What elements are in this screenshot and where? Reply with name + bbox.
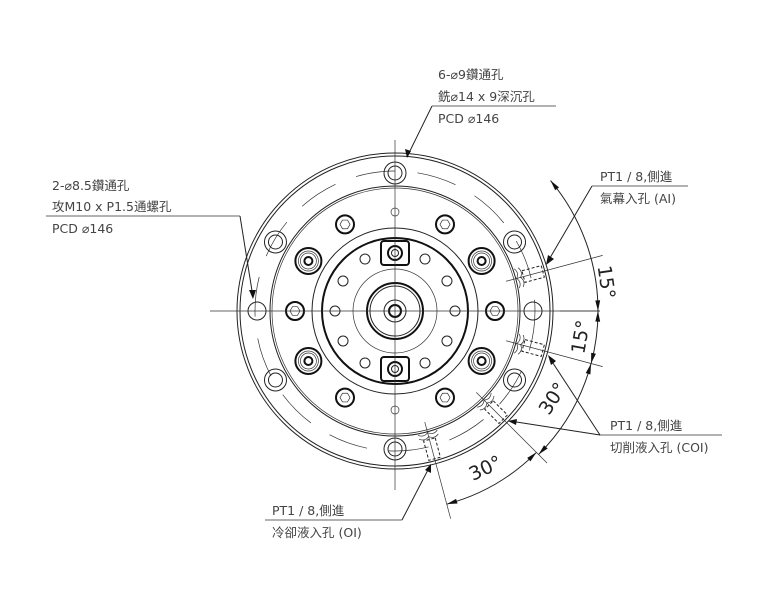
inner-hole — [337, 275, 349, 287]
counterbore-ring — [473, 352, 490, 370]
callout-line1: 2-⌀8.5鑽通孔 — [52, 178, 130, 193]
inner-hole — [441, 335, 453, 347]
counterbore-ring — [298, 250, 319, 272]
bolt-center — [476, 256, 487, 266]
extension-line — [505, 255, 603, 282]
callout-line3: PCD ⌀146 — [438, 111, 499, 126]
extension-line — [424, 421, 451, 519]
side-port — [417, 421, 451, 519]
flange-part — [236, 152, 603, 519]
counterbore-bolt — [467, 247, 496, 275]
angle-label: 30° — [466, 451, 506, 485]
counterbore-ring — [471, 250, 492, 272]
callout-line1: PT1 / 8,側進 — [610, 418, 683, 433]
arrow-head — [585, 363, 592, 375]
arrow-head — [508, 419, 517, 425]
callout-mount-holes: 6-⌀9鑽通孔 銑⌀14 x 9深沉孔 PCD ⌀146 — [405, 67, 556, 158]
side-port — [505, 333, 603, 367]
socket-bolt — [435, 214, 455, 235]
arrow-head — [446, 498, 458, 505]
callout-tapped-holes: 2-⌀8.5鑽通孔 攻M10 x P1.5通螺孔 PCD ⌀146 — [46, 178, 256, 299]
leader-line — [239, 215, 254, 298]
dimension-arc — [550, 180, 599, 312]
arrow-head — [546, 255, 554, 265]
callout-line2: 氣幕入孔 (AI) — [600, 191, 676, 206]
socket-bolt — [335, 214, 355, 235]
callout-line2: 銑⌀14 x 9深沉孔 — [438, 89, 535, 104]
arrow-head — [595, 311, 601, 322]
mount-hole — [267, 372, 283, 388]
counterbore-ring — [300, 352, 317, 370]
hex-socket-icon — [439, 392, 451, 403]
bolt-center — [476, 356, 487, 366]
hex-socket-icon — [339, 392, 351, 403]
socket-bolt — [335, 387, 355, 408]
inner-hole — [359, 253, 371, 265]
mount-hole — [507, 372, 523, 388]
counterbore-ring — [298, 350, 319, 372]
arrow-head — [595, 300, 601, 311]
callout-line2: 切削液入孔 (COI) — [610, 440, 708, 455]
mount-hole-counterbore — [503, 230, 527, 254]
mount-hole-counterbore — [263, 368, 287, 392]
counterbore-bolt — [467, 347, 496, 375]
bolt-center — [303, 356, 314, 366]
inner-hole — [441, 275, 453, 287]
counterbore-ring — [471, 350, 492, 372]
callout-line3: PCD ⌀146 — [52, 221, 113, 236]
counterbore-bolt — [294, 247, 323, 275]
hex-socket-icon — [339, 219, 351, 230]
arrow-head — [527, 452, 537, 462]
arrow-head — [550, 180, 560, 191]
inner-hole — [419, 357, 431, 369]
inner-hole — [419, 253, 431, 265]
angle-label: 15° — [593, 264, 619, 300]
callout-line1: 6-⌀9鑽通孔 — [438, 67, 504, 82]
callout-line2: 冷卻液入孔 (OI) — [272, 525, 362, 540]
angle-label: 30° — [535, 379, 572, 419]
leader-line — [406, 105, 433, 158]
extension-line — [476, 392, 548, 464]
callout-oil-inlet: PT1 / 8,側進 冷卻液入孔 (OI) — [265, 464, 431, 540]
arrow-head — [405, 149, 411, 158]
mount-hole-counterbore — [503, 368, 527, 392]
inner-hole — [359, 357, 371, 369]
mount-hole-counterbore — [263, 230, 287, 254]
callout-coolant-inlet: PT1 / 8,側進 切削液入孔 (COI) — [508, 355, 722, 455]
bolt-center — [303, 256, 314, 266]
hex-socket-icon — [439, 219, 451, 230]
arrow-head — [249, 290, 256, 299]
mount-hole — [267, 234, 283, 250]
callout-line1: PT1 / 8,側進 — [272, 503, 345, 518]
arrow-head — [538, 445, 548, 455]
counterbore-ring — [300, 252, 317, 270]
arrow-head — [425, 464, 431, 473]
counterbore-ring — [473, 252, 490, 270]
extension-line — [505, 340, 603, 367]
callout-line1: PT1 / 8,側進 — [600, 169, 673, 184]
leader-line — [401, 465, 431, 521]
leader-line — [546, 185, 593, 264]
callout-line2: 攻M10 x P1.5通螺孔 — [52, 199, 172, 214]
arrow-head — [548, 355, 556, 365]
leader-line — [548, 356, 601, 436]
mount-hole — [507, 234, 523, 250]
side-port — [476, 392, 548, 464]
counterbore-bolt — [294, 347, 323, 375]
inner-hole — [337, 335, 349, 347]
arrow-head — [591, 352, 596, 364]
angle-label: 15° — [567, 318, 595, 355]
leader-line — [509, 420, 601, 436]
angle-dimensions: 15° 15° 30° 30° — [446, 180, 619, 505]
callout-air-inlet: PT1 / 8,側進 氣幕入孔 (AI) — [546, 169, 688, 265]
socket-bolt — [435, 387, 455, 408]
